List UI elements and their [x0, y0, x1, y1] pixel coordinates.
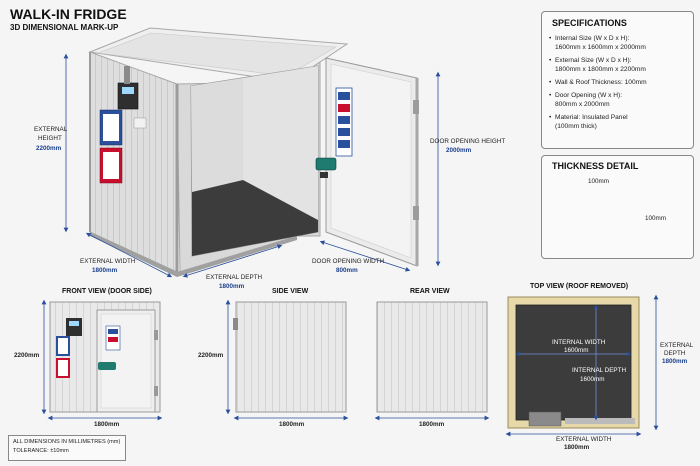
- top-view: [507, 296, 640, 429]
- top-ext-width-label: EXTERNAL WIDTH: [556, 436, 612, 443]
- ext-depth-label: EXTERNAL DEPTH: [206, 274, 263, 281]
- spec-item: Internal Size (W x D x H): 1600mm x 1600m…: [549, 34, 689, 52]
- page-title: WALK-IN FRIDGE: [10, 6, 127, 22]
- notes-units: ALL DIMENSIONS IN MILLIMETRES (mm): [13, 439, 121, 445]
- rear-width-value: 1800mm: [419, 421, 445, 428]
- front-view-title: FRONT VIEW (DOOR SIDE): [62, 288, 152, 295]
- top-ext-depth-label-2: DEPTH: [664, 350, 686, 357]
- thickness-title: THICKNESS DETAIL: [552, 161, 639, 171]
- ext-height-label-2: HEIGHT: [38, 135, 62, 142]
- specifications-list: Internal Size (W x D x H): 1600mm x 1600m…: [549, 34, 689, 135]
- thickness-side-label: 100mm: [645, 215, 666, 222]
- internal-width-value: 1600mm: [564, 347, 589, 354]
- specifications-title: SPECIFICATIONS: [552, 18, 627, 28]
- side-height-value: 2200mm: [198, 352, 224, 359]
- fridge-3d-illustration: [88, 27, 419, 277]
- internal-depth-value: 1600mm: [580, 376, 605, 383]
- rear-view-title: REAR VIEW: [410, 288, 450, 295]
- spec-item: Door Opening (W x H): 800mm x 2000mm: [549, 91, 689, 109]
- internal-width-label: INTERNAL WIDTH: [552, 339, 606, 346]
- rear-view: [376, 301, 488, 413]
- ext-width-label: EXTERNAL WIDTH: [80, 258, 136, 265]
- spec-line: Wall & Roof Thickness: 100mm: [555, 79, 647, 86]
- spec-line: 1600mm x 1600mm x 2000mm: [555, 44, 646, 51]
- top-ext-depth-value: 1800mm: [662, 358, 688, 365]
- spec-line: 1800mm x 1800mm x 2200mm: [555, 66, 646, 73]
- top-ext-width-value: 1800mm: [564, 444, 590, 451]
- spec-line: Door Opening (W x H):: [555, 92, 623, 99]
- ext-height-value: 2200mm: [36, 145, 62, 152]
- dimension-lines-top: [505, 294, 659, 437]
- ext-height-label-1: EXTERNAL: [34, 126, 68, 133]
- ext-width-value: 1800mm: [92, 267, 118, 274]
- thickness-top-label: 100mm: [588, 178, 609, 185]
- thickness-detail-panel: THICKNESS DETAIL: [541, 155, 694, 259]
- dimension-lines-front: [41, 299, 163, 421]
- door-height-label: DOOR OPENING HEIGHT: [430, 138, 506, 145]
- spec-item: External Size (W x D x H): 1800mm x 1800m…: [549, 56, 689, 74]
- spec-item: Wall & Roof Thickness: 100mm: [549, 78, 689, 87]
- front-view: [49, 301, 161, 413]
- spec-line: (100mm thick): [555, 123, 597, 130]
- spec-line: Material: Insulated Panel: [555, 114, 628, 121]
- front-height-value: 2200mm: [14, 352, 40, 359]
- spec-line: 800mm x 2000mm: [555, 101, 610, 108]
- dimension-lines-3d: [63, 53, 441, 278]
- door-width-label: DOOR OPENING WIDTH: [312, 258, 385, 265]
- internal-depth-label: INTERNAL DEPTH: [572, 367, 626, 374]
- side-view-title: SIDE VIEW: [272, 288, 309, 295]
- side-width-value: 1800mm: [279, 421, 305, 428]
- spec-item: Material: Insulated Panel (100mm thick): [549, 113, 689, 131]
- spec-line: Internal Size (W x D x H):: [555, 35, 630, 42]
- door-width-value: 800mm: [336, 267, 358, 274]
- spec-line: External Size (W x D x H):: [555, 57, 632, 64]
- front-width-value: 1800mm: [94, 421, 120, 428]
- page-subtitle: 3D DIMENSIONAL MARK-UP: [10, 23, 119, 32]
- side-view: [233, 301, 347, 413]
- top-ext-depth-label-1: EXTERNAL: [660, 342, 694, 349]
- specifications-panel: SPECIFICATIONS Internal Size (W x D x H)…: [541, 11, 694, 149]
- door-height-value: 2000mm: [446, 147, 472, 154]
- ext-depth-value: 1800mm: [219, 283, 245, 290]
- dimension-notes: ALL DIMENSIONS IN MILLIMETRES (mm) TOLER…: [8, 435, 126, 461]
- top-view-title: TOP VIEW (ROOF REMOVED): [530, 283, 629, 290]
- notes-tolerance: TOLERANCE: ±10mm: [13, 448, 69, 454]
- dimension-lines-side: [225, 299, 349, 421]
